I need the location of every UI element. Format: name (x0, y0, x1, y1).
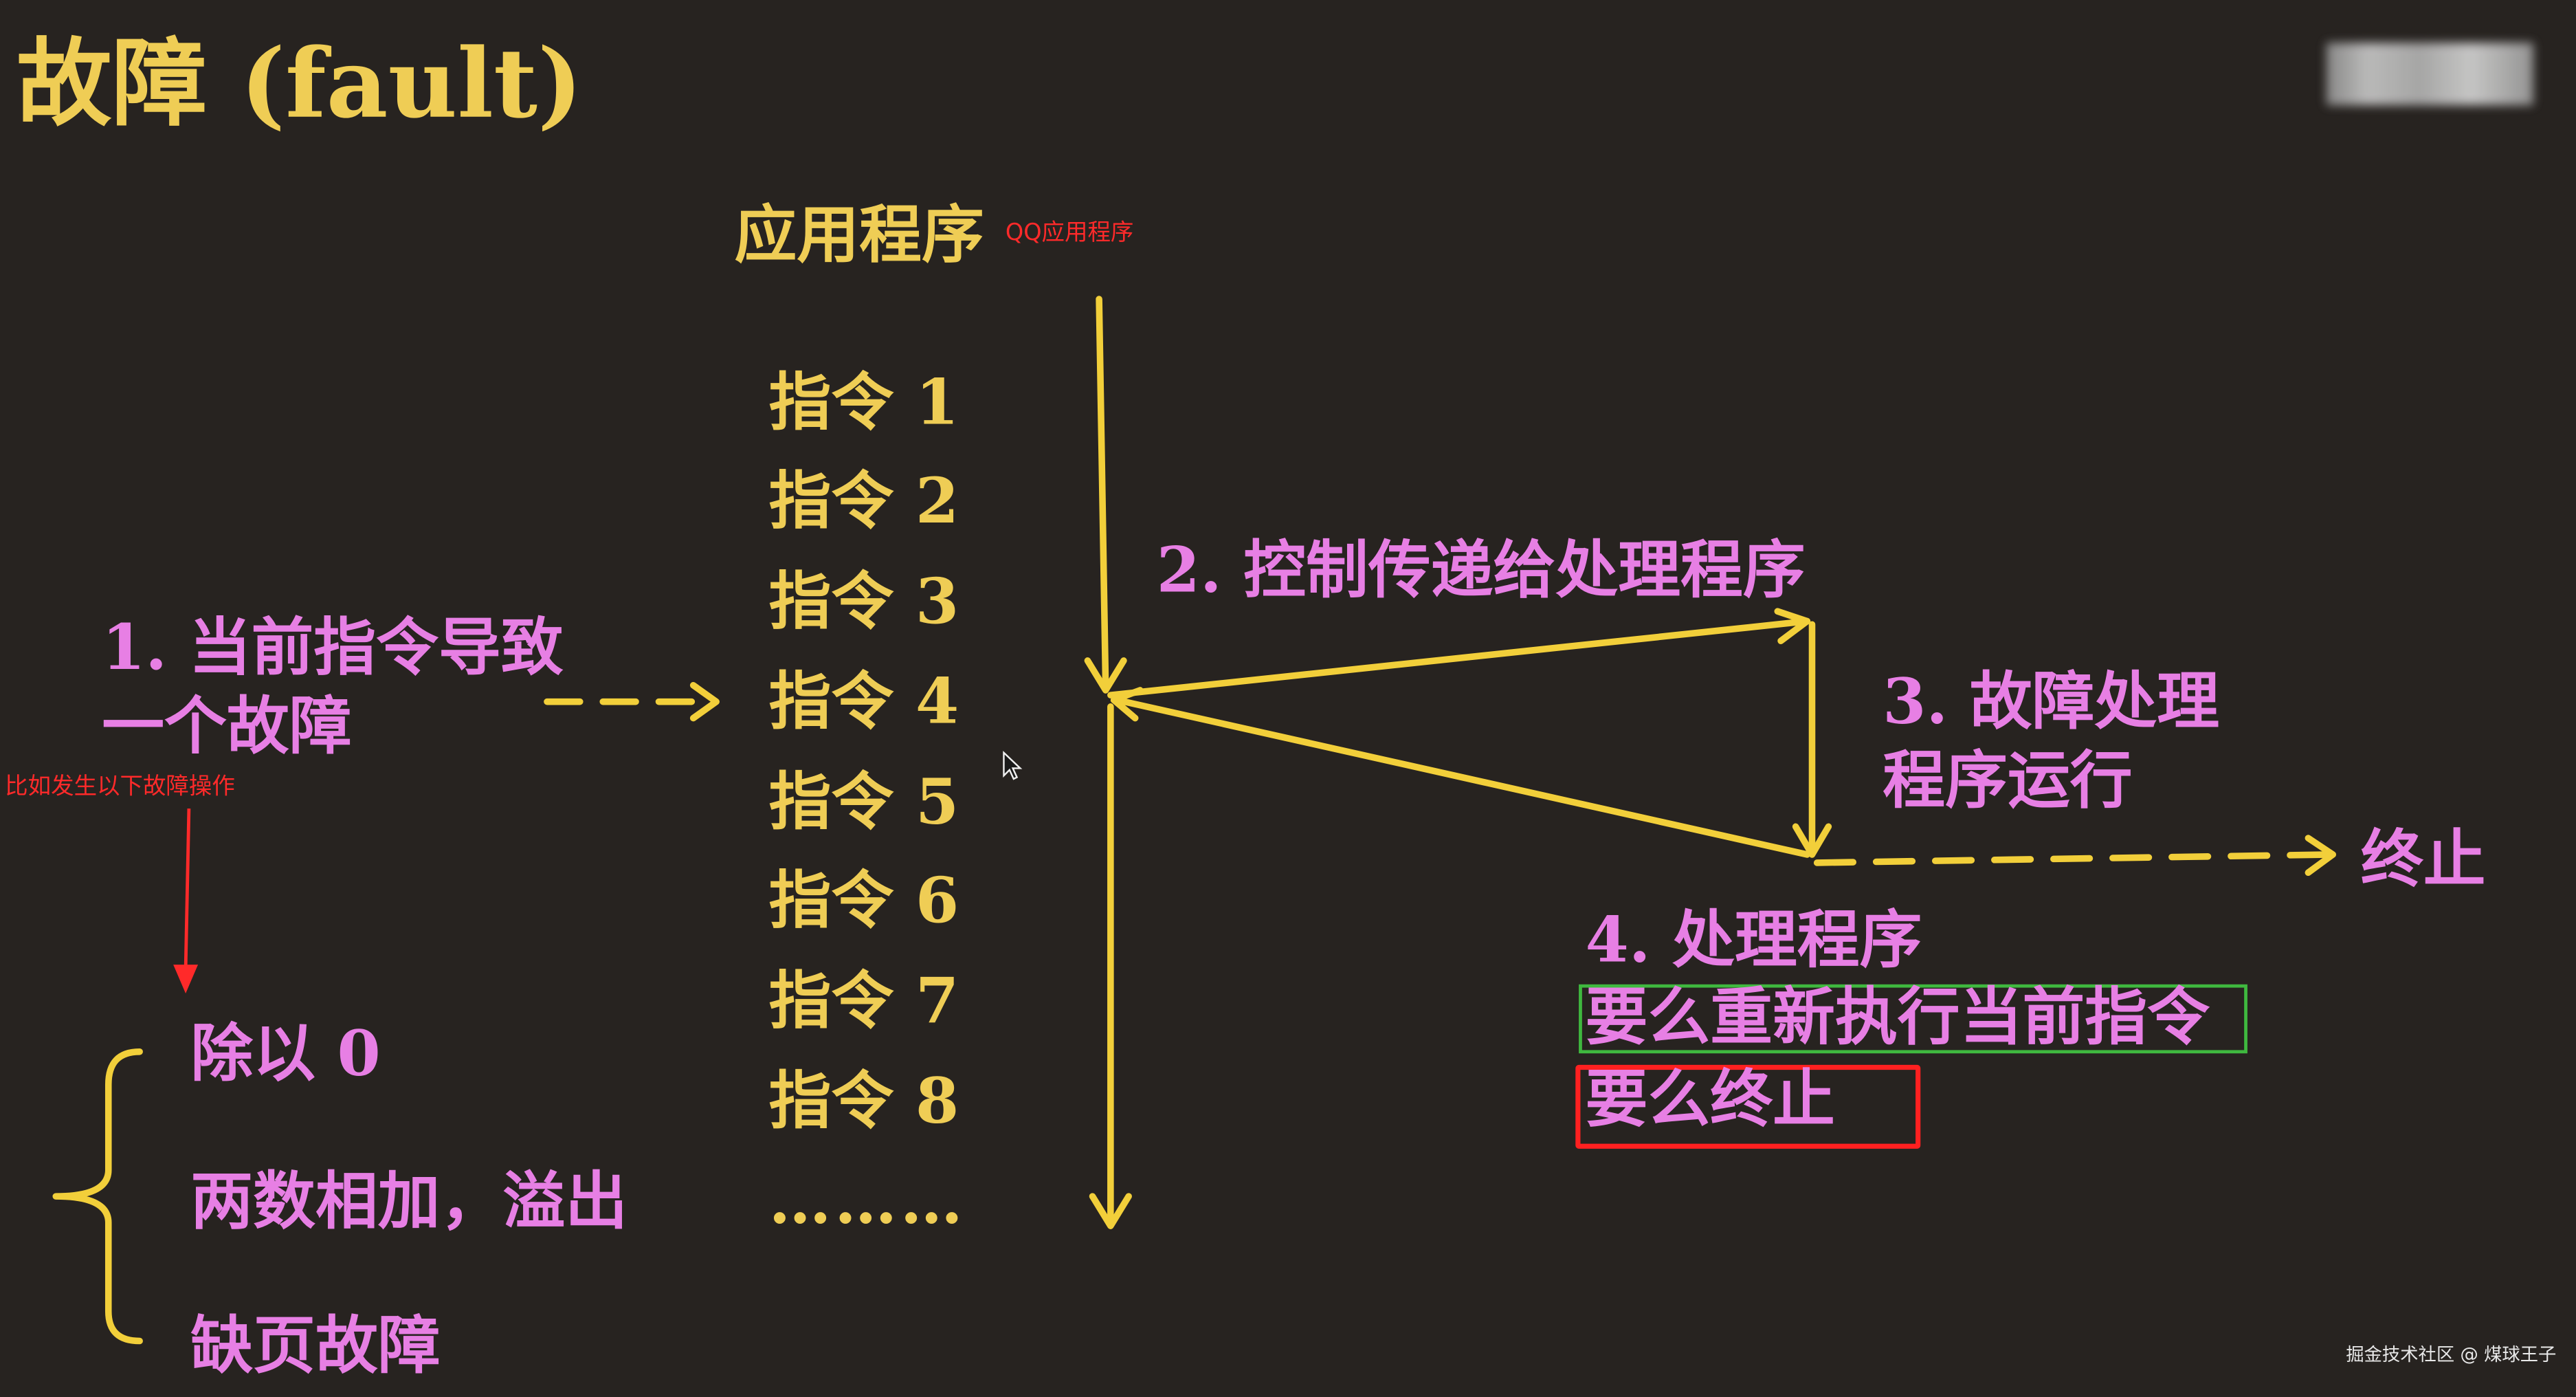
note-arrow-line (184, 808, 191, 970)
flow-arrowhead-bottom (1089, 1193, 1132, 1229)
terminate-label: 终止 (2360, 822, 2486, 896)
instruction-4: 指令 4 (768, 663, 959, 738)
terminate-dashed-line (1813, 851, 2333, 866)
instruction-3: 指令 3 (768, 563, 959, 638)
handler-run-arrowhead (1792, 823, 1832, 858)
mouse-cursor-icon (1003, 751, 1023, 780)
flow-arrowhead-top (1084, 657, 1127, 694)
step2-label: 2. 控制传递给处理程序 (1156, 532, 1806, 607)
instruction-8: 指令 8 (768, 1063, 959, 1138)
flow-line-top (1096, 296, 1109, 690)
blurred-watermark-logo (2326, 43, 2533, 105)
instruction-6: 指令 6 (768, 862, 959, 937)
application-note: QQ应用程序 (1005, 220, 1134, 247)
control-transfer-arrowhead (1774, 608, 1811, 644)
credit-text: 掘金技术社区 @ 煤球王子 (2346, 1344, 2557, 1366)
instruction-7: 指令 7 (768, 962, 959, 1037)
step4-heading: 4. 处理程序 (1585, 902, 1922, 976)
case-page-fault: 缺页故障 (190, 1308, 441, 1383)
highlight-box-red (1575, 1064, 1921, 1149)
step4-option-terminate: 要么终止 (1585, 1062, 1836, 1136)
control-transfer-line (1107, 617, 1811, 698)
fault-dashed-arrowhead (689, 681, 720, 722)
cases-brace (52, 1048, 143, 1345)
instruction-2: 指令 2 (768, 463, 959, 538)
instruction-1: 指令 1 (768, 364, 959, 439)
step3-line2: 程序运行 (1883, 742, 2133, 817)
step4-option-reexecute: 要么重新执行当前指令 (1585, 979, 2210, 1054)
case-overflow: 两数相加，溢出 (190, 1163, 628, 1238)
slide-title: 故障 (fault) (16, 28, 583, 140)
note-arrowhead (173, 965, 199, 994)
example-note: 比如发生以下故障操作 (5, 773, 235, 801)
instruction-5: 指令 5 (768, 764, 959, 839)
return-line (1113, 696, 1811, 858)
case-divide-by-zero: 除以 0 (190, 1015, 381, 1090)
terminate-dashed-arrowhead (2305, 835, 2337, 877)
application-label: 应用程序 (734, 197, 984, 272)
instruction-ellipsis: ……… (768, 1163, 966, 1238)
step3-line1: 3. 故障处理 (1883, 663, 2220, 738)
highlight-box-green (1579, 984, 2247, 1054)
return-arrowhead (1110, 687, 1144, 722)
step1-line1: 1. 当前指令导致 (102, 609, 564, 684)
step1-line2: 一个故障 (102, 688, 352, 763)
